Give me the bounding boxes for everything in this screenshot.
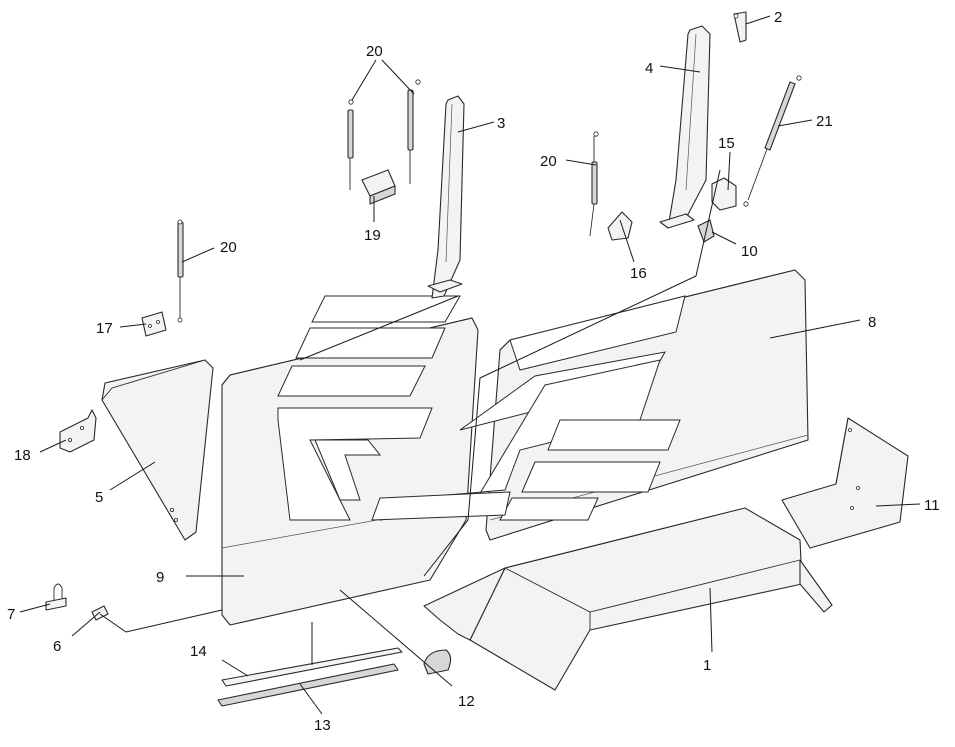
callout-21: 21 bbox=[816, 113, 833, 130]
part-12-knob bbox=[423, 649, 452, 675]
callout-4: 4 bbox=[645, 60, 653, 77]
callout-18: 18 bbox=[14, 447, 31, 464]
callout-11: 11 bbox=[924, 497, 940, 514]
part-21-gas-spring bbox=[743, 75, 802, 207]
callout-6: 6 bbox=[53, 638, 61, 655]
part-1-housing bbox=[423, 507, 833, 691]
callout-3: 3 bbox=[497, 115, 505, 132]
part-15-bracket bbox=[711, 177, 737, 211]
part-3-post bbox=[427, 95, 465, 299]
callout-17: 17 bbox=[96, 320, 113, 337]
callout-20-left: 20 bbox=[220, 239, 237, 256]
callout-20-top: 20 bbox=[366, 43, 383, 60]
part-16-bracket bbox=[607, 211, 633, 241]
part-20-gas-spring-a bbox=[347, 99, 354, 190]
callout-16: 16 bbox=[630, 265, 647, 282]
part-14-strip bbox=[221, 647, 403, 687]
assembly-lines bbox=[99, 169, 721, 665]
callout-8: 8 bbox=[868, 314, 876, 331]
part-20-gas-spring-b bbox=[407, 79, 421, 184]
callout-10: 10 bbox=[741, 243, 758, 260]
callout-12: 12 bbox=[458, 693, 475, 710]
part-2-pin bbox=[733, 11, 747, 43]
callout-2: 2 bbox=[774, 9, 782, 26]
part-20-gas-spring-c bbox=[589, 131, 599, 237]
callout-20-middle: 20 bbox=[540, 153, 557, 170]
part-5-side-shield bbox=[101, 359, 214, 541]
part-20-gas-spring-left bbox=[177, 219, 184, 323]
part-19-hinge bbox=[361, 169, 396, 205]
callout-leaders bbox=[19, 15, 921, 715]
callout-9: 9 bbox=[156, 569, 164, 586]
callout-1: 1 bbox=[703, 657, 711, 674]
callout-13: 13 bbox=[314, 717, 331, 734]
part-18-bracket bbox=[59, 409, 97, 453]
part-7-hook bbox=[45, 583, 67, 611]
panel-logo bbox=[277, 295, 686, 521]
callout-7: 7 bbox=[7, 606, 15, 623]
part-4-tall-post bbox=[659, 25, 711, 229]
part-13-strip bbox=[217, 663, 399, 707]
part-6-clip bbox=[91, 605, 109, 621]
callout-19: 19 bbox=[364, 227, 381, 244]
part-17-bracket bbox=[141, 311, 167, 337]
part-11-right-shield bbox=[781, 417, 909, 549]
callout-14: 14 bbox=[190, 643, 207, 660]
callout-labels: 1 2 3 4 5 6 7 8 9 10 11 12 13 14 15 16 1… bbox=[7, 9, 940, 734]
callout-15: 15 bbox=[718, 135, 735, 152]
callout-5: 5 bbox=[95, 489, 103, 506]
